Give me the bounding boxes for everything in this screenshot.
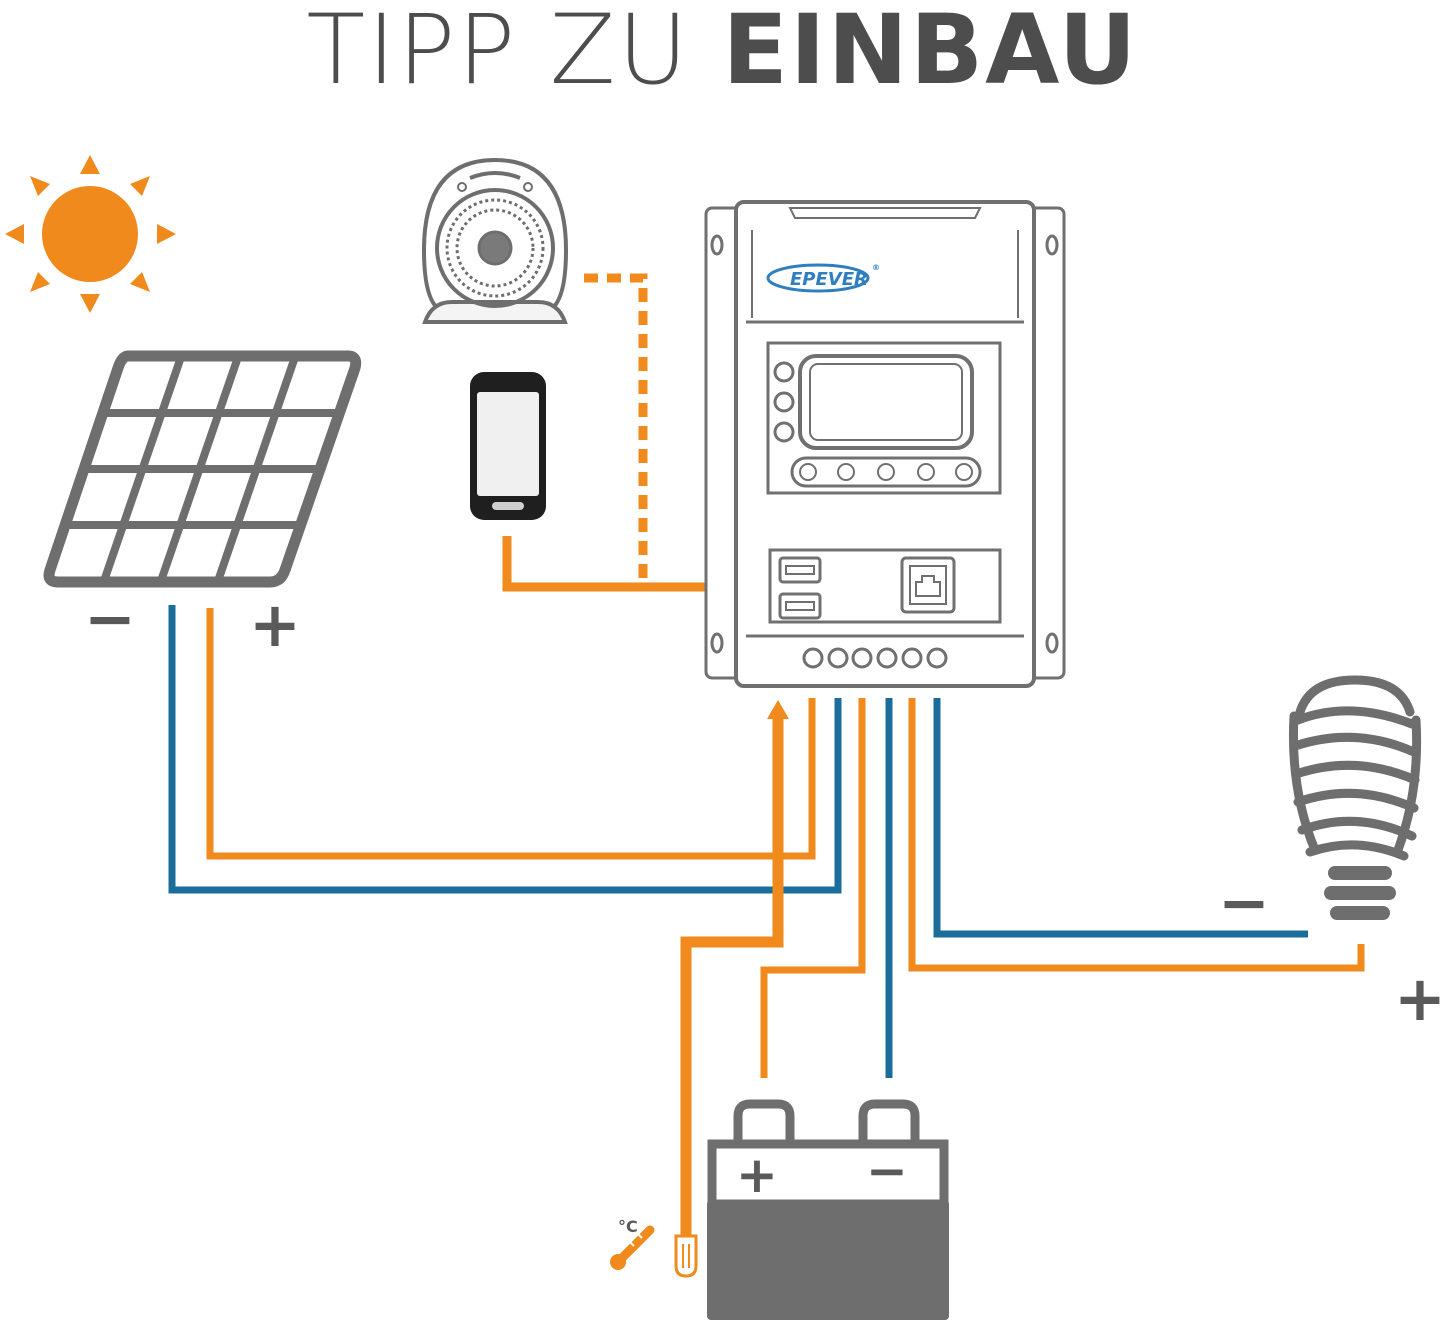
- fan-icon: [421, 157, 569, 324]
- battery-positive-wire: [760, 698, 866, 1078]
- load-plus-label: +: [1394, 962, 1445, 1035]
- fan-connection-wire: [584, 273, 648, 585]
- controller-brand: EPEVER: [790, 269, 868, 290]
- battery-icon: [707, 1099, 949, 1320]
- controller-registered-mark: ®: [872, 263, 880, 272]
- solar-minus-label: −: [84, 582, 136, 655]
- sun-icon: [5, 155, 176, 313]
- temperature-probe-icon: [674, 1234, 698, 1278]
- charge-controller: [704, 200, 1066, 688]
- solar-positive-wire: [206, 608, 816, 860]
- load-minus-label: −: [1218, 866, 1270, 939]
- light-bulb-icon: [1288, 675, 1422, 861]
- temperature-unit-label: °C: [618, 1217, 638, 1236]
- title-bold: EINBAU: [722, 0, 1139, 106]
- bulb-base-icon: [1324, 866, 1396, 920]
- load-positive-wire: [908, 698, 1365, 972]
- battery-plus-label: +: [736, 1146, 778, 1204]
- sensor-arrow-icon: [767, 700, 789, 719]
- epever-logo: EPEVER ®: [766, 263, 880, 293]
- solar-panel-icon: [43, 350, 362, 588]
- smartphone-icon: [470, 372, 546, 520]
- temperature-sensor-wire: [680, 712, 784, 1240]
- solar-negative-wire: [168, 605, 842, 894]
- battery-minus-label: −: [866, 1142, 908, 1200]
- usb-charging-wire: [502, 536, 796, 592]
- page-title: TIPP ZU EINBAU: [0, 0, 1445, 100]
- thermometer-icon: [610, 1225, 655, 1270]
- solar-plus-label: +: [249, 588, 301, 661]
- load-negative-wire: [933, 698, 1308, 938]
- title-light: TIPP ZU: [306, 0, 690, 106]
